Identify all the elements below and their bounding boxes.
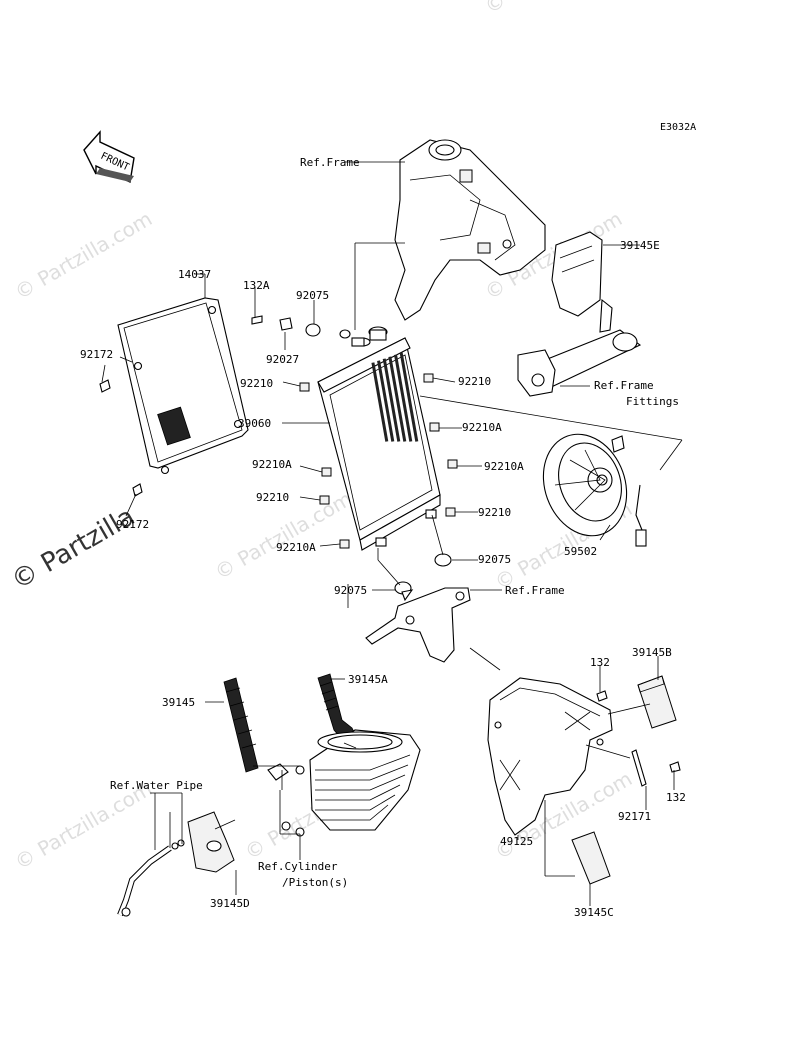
front-arrow-icon: FRONT [83, 130, 135, 184]
radiator-screen-illustration [99, 297, 249, 497]
label-ref-frame-fittings[interactable]: Ref.Frame [594, 379, 654, 392]
label-92210-left-1[interactable]: 92210 [240, 377, 273, 390]
watermark: © Partzilla.com [11, 206, 157, 304]
label-ref-cylinder-2[interactable]: /Piston(s) [282, 876, 348, 889]
label-92210A-left-1[interactable]: 92210A [252, 458, 292, 471]
label-ref-frame-fittings-2[interactable]: Fittings [626, 395, 679, 408]
pad-39145B-illustration [637, 675, 677, 729]
label-39145C[interactable]: 39145C [574, 906, 614, 919]
label-39145A[interactable]: 39145A [348, 673, 388, 686]
lower-bracket-illustration [365, 587, 471, 663]
label-92210-right-2[interactable]: 92210 [478, 506, 511, 519]
cylinder-illustration [267, 729, 421, 837]
label-92075-top[interactable]: 92075 [296, 289, 329, 302]
label-92210-left-2[interactable]: 92210 [256, 491, 289, 504]
small-parts-illustration [596, 690, 681, 787]
leader-lines [101, 161, 683, 906]
diagram-code: E3032A [660, 122, 696, 133]
label-92172-top[interactable]: 92172 [80, 348, 113, 361]
label-92210-right-1[interactable]: 92210 [458, 375, 491, 388]
label-92210A-right-2[interactable]: 92210A [484, 460, 524, 473]
cover-49125-illustration [487, 677, 613, 836]
label-ref-cylinder[interactable]: Ref.Cylinder [258, 860, 338, 873]
radiator-illustration [317, 326, 441, 551]
label-92172-bottom[interactable]: 92172 [116, 518, 149, 531]
label-92027[interactable]: 92027 [266, 353, 299, 366]
label-ref-frame-top[interactable]: Ref.Frame [300, 156, 360, 169]
label-132-top[interactable]: 132 [590, 656, 610, 669]
label-92075-left[interactable]: 92075 [334, 584, 367, 597]
label-39060[interactable]: 39060 [238, 417, 271, 430]
watermark: © Partzilla.com [481, 0, 627, 18]
label-92075-right[interactable]: 92075 [478, 553, 511, 566]
cover-39145E-illustration [551, 231, 603, 317]
watermark-main: © Partzilla [7, 502, 141, 596]
frame-fittings-illustration [517, 298, 642, 397]
water-pipe-illustration [117, 839, 185, 917]
label-39145E[interactable]: 39145E [620, 239, 660, 252]
label-39145B[interactable]: 39145B [632, 646, 672, 659]
label-132-bottom[interactable]: 132 [666, 791, 686, 804]
frame-top-illustration [394, 139, 546, 321]
label-14037[interactable]: 14037 [178, 268, 211, 281]
part-labels: Ref.Frame 39145E 14037 132A 92075 92172 … [80, 156, 686, 919]
label-59502[interactable]: 59502 [564, 545, 597, 558]
label-132A[interactable]: 132A [243, 279, 270, 292]
strip-39145-illustration [223, 677, 259, 773]
label-39145D[interactable]: 39145D [210, 897, 250, 910]
label-92210A-right-1[interactable]: 92210A [462, 421, 502, 434]
label-92210A-left-2[interactable]: 92210A [276, 541, 316, 554]
label-39145[interactable]: 39145 [162, 696, 195, 709]
label-92171[interactable]: 92171 [618, 810, 651, 823]
pad-39145D-illustration [187, 811, 235, 873]
pad-39145C-illustration [571, 831, 611, 885]
label-ref-frame-mid[interactable]: Ref.Frame [505, 584, 565, 597]
label-49125[interactable]: 49125 [500, 835, 533, 848]
fan-motor-illustration [542, 433, 647, 547]
label-ref-water-pipe[interactable]: Ref.Water Pipe [110, 779, 203, 792]
